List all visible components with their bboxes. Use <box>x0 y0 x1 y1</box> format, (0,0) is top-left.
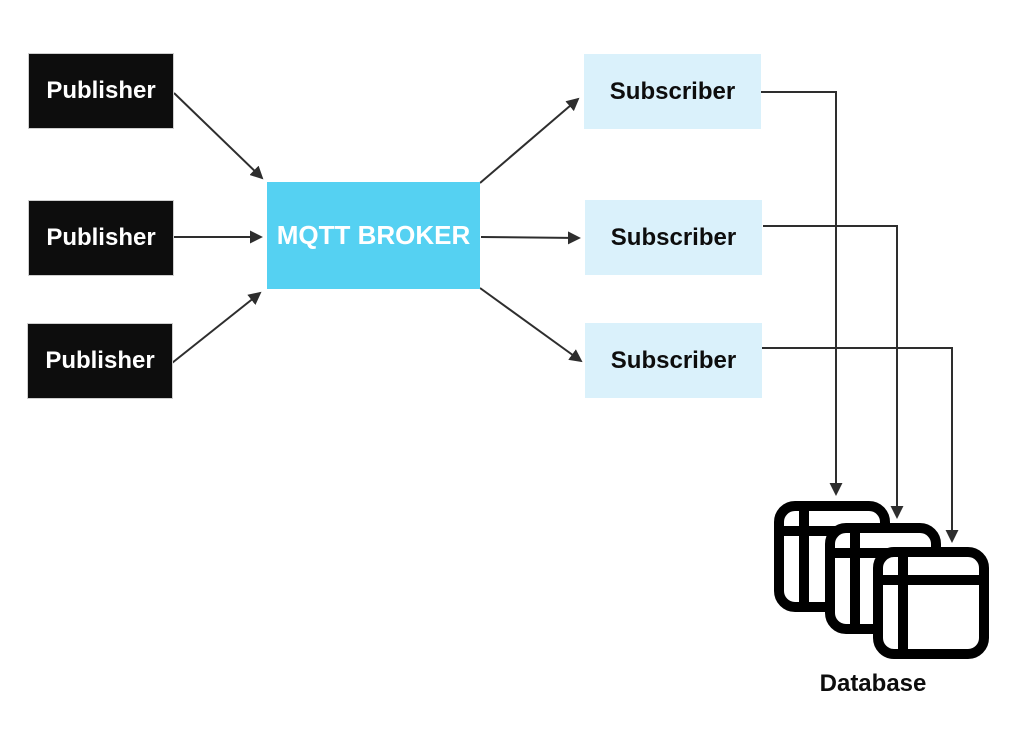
edge-broker-subscriber1 <box>479 97 580 184</box>
subscriber-3-label: Subscriber <box>610 346 737 374</box>
database-table-stack-icon <box>774 501 989 659</box>
subscriber-1-label: Subscriber <box>609 77 736 105</box>
subscriber-node-2: Subscriber <box>585 200 762 275</box>
broker-to-subscriber-arrows <box>479 97 583 363</box>
subscriber-node-1: Subscriber <box>584 54 761 129</box>
edge-subscriber3-database <box>762 347 959 543</box>
publisher-node-2: Publisher <box>28 200 174 276</box>
edge-broker-subscriber3 <box>479 287 583 363</box>
publisher-3-label: Publisher <box>45 347 155 374</box>
table-icon-front <box>873 547 989 659</box>
edge-subscriber2-database <box>763 225 904 519</box>
publisher-node-1: Publisher <box>28 53 174 129</box>
publisher-2-label: Publisher <box>46 224 156 251</box>
subscriber-2-label: Subscriber <box>610 223 737 251</box>
database-label: Database <box>819 670 927 697</box>
publisher-to-broker-arrows <box>171 92 264 364</box>
subscriber-to-database-arrows <box>761 91 959 543</box>
broker-label: MQTT BROKER <box>276 220 471 250</box>
edge-publisher1-broker <box>173 92 264 180</box>
publisher-1-label: Publisher <box>46 77 156 104</box>
edge-subscriber1-database <box>761 91 843 496</box>
mqtt-broker-node: MQTT BROKER <box>267 182 480 289</box>
publisher-node-3: Publisher <box>27 323 173 399</box>
subscriber-node-3: Subscriber <box>585 323 762 398</box>
edge-broker-subscriber2 <box>480 231 581 245</box>
edge-publisher3-broker <box>171 291 262 364</box>
